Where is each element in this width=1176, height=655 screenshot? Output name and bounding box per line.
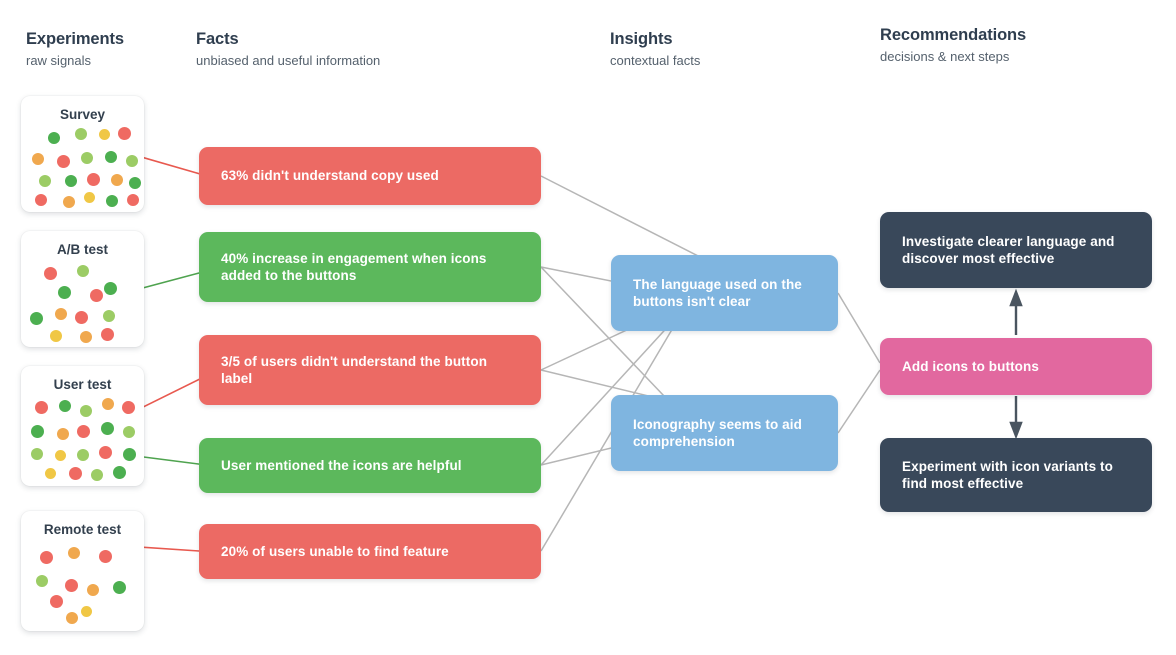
fact-label: 63% didn't understand copy used <box>221 168 439 184</box>
experiment-card-title: Remote test <box>43 522 122 537</box>
column-subtitle: decisions & next steps <box>880 49 1010 64</box>
column-header-facts: Facts unbiased and useful information <box>196 30 380 69</box>
arrow-up-head <box>1009 288 1023 307</box>
dot-cluster-survey <box>21 123 144 209</box>
recommendation-box-2[interactable]: Add icons to buttons <box>880 338 1152 395</box>
dot-cluster-remote-test <box>21 538 144 628</box>
column-subtitle: unbiased and useful information <box>196 53 381 68</box>
experiment-card-title: A/B test <box>56 242 108 257</box>
link-insight2-reco2 <box>837 369 881 434</box>
column-header-experiments: Experiments raw signals <box>26 30 124 69</box>
link-fact1-insight1 <box>540 175 707 261</box>
column-subtitle: contextual facts <box>610 53 701 68</box>
experiment-card-ab-test[interactable]: A/B test <box>21 231 144 347</box>
experiment-card-survey[interactable]: Survey <box>21 96 144 212</box>
column-title: Facts <box>196 30 239 48</box>
link-insight1-reco2 <box>837 292 881 364</box>
fact-box-5[interactable]: 20% of users unable to find feature <box>199 524 541 579</box>
fact-box-4[interactable]: User mentioned the icons are helpful <box>199 438 541 493</box>
fact-box-1[interactable]: 63% didn't understand copy used <box>199 147 541 205</box>
recommendation-box-1[interactable]: Investigate clearer language and discove… <box>880 212 1152 288</box>
recommendation-label: Add icons to buttons <box>902 358 1039 374</box>
experiment-card-remote-test[interactable]: Remote test <box>21 511 144 631</box>
arrow-down-head <box>1009 421 1023 440</box>
column-header-recommendations: Recommendations decisions & next steps <box>880 26 1026 65</box>
insight-box-1[interactable]: The language used on the buttons isn't c… <box>611 255 838 331</box>
fact-box-3[interactable]: 3/5 of users didn't understand the butto… <box>199 335 541 405</box>
fact-label: 40% increase in engagement when icons ad… <box>221 250 487 284</box>
column-title: Recommendations <box>880 26 1027 44</box>
experiment-card-user-test[interactable]: User test <box>21 366 144 486</box>
fact-label: User mentioned the icons are helpful <box>221 457 462 473</box>
insight-label: The language used on the buttons isn't c… <box>633 276 802 310</box>
recommendation-label: Investigate clearer language and discove… <box>902 233 1115 267</box>
recommendation-label: Experiment with icon variants to find mo… <box>902 458 1113 492</box>
fact-box-2[interactable]: 40% increase in engagement when icons ad… <box>199 232 541 302</box>
dot-cluster-ab-test <box>21 258 144 344</box>
column-header-insights: Insights contextual facts <box>610 30 700 69</box>
column-subtitle: raw signals <box>26 53 92 68</box>
dot-cluster-user-test <box>21 393 144 483</box>
column-title: Experiments <box>26 30 124 48</box>
fact-label: 20% of users unable to find feature <box>221 543 449 559</box>
experiment-card-title: Survey <box>59 107 106 122</box>
insight-label: Iconography seems to aid comprehension <box>633 416 802 450</box>
insight-box-2[interactable]: Iconography seems to aid comprehension <box>611 395 838 471</box>
fact-label: 3/5 of users didn't understand the butto… <box>221 353 488 387</box>
experiment-card-title: User test <box>53 377 112 392</box>
recommendation-box-3[interactable]: Experiment with icon variants to find mo… <box>880 438 1152 512</box>
column-title: Insights <box>610 30 673 48</box>
